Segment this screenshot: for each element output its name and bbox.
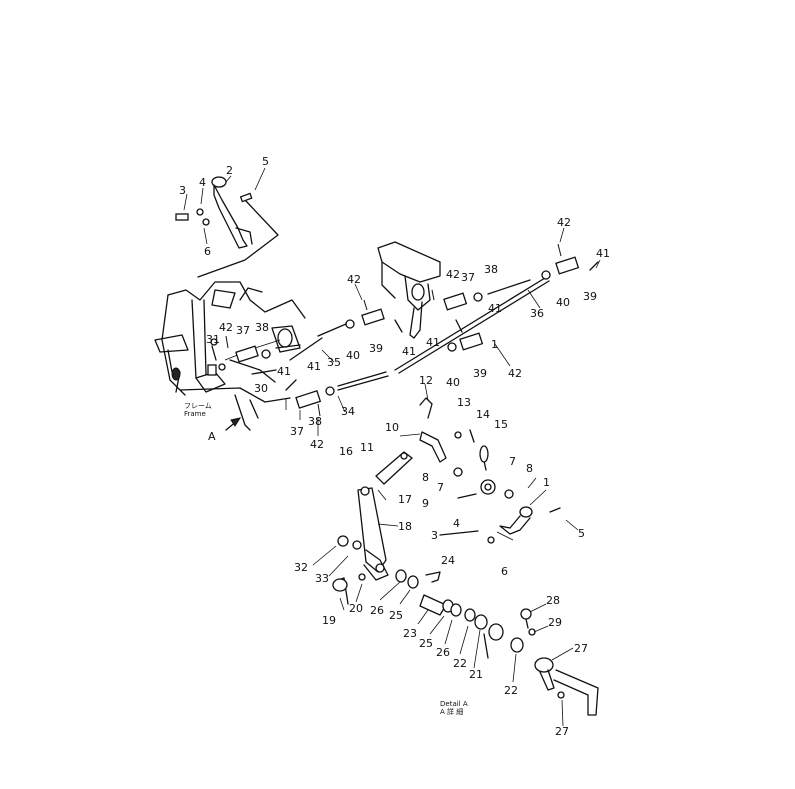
label-5: 5 — [262, 155, 269, 168]
detail-subtitle: A 詳 細 — [440, 707, 463, 716]
label-8: 8 — [526, 462, 533, 475]
label-21: 21 — [469, 668, 483, 681]
label-38: 38 — [308, 415, 322, 428]
label-14: 14 — [476, 408, 490, 421]
arm-1-lower — [439, 506, 561, 544]
frame-bracket — [154, 281, 306, 431]
middle-linkage — [419, 397, 489, 471]
label-5: 5 — [578, 527, 585, 540]
label-42: 42 — [310, 438, 324, 451]
label-26: 26 — [370, 604, 384, 617]
label-26: 26 — [436, 646, 450, 659]
label-41: 41 — [402, 345, 416, 358]
label-29: 29 — [548, 616, 562, 629]
label-42: 42 — [446, 268, 460, 281]
label-10: 10 — [385, 421, 399, 434]
rod-36 — [394, 277, 550, 374]
label-6: 6 — [501, 565, 508, 578]
label-11: 11 — [360, 441, 374, 454]
label-6: 6 — [204, 245, 211, 258]
label-40: 40 — [446, 376, 460, 389]
label-7: 7 — [437, 481, 444, 494]
lever-18 — [357, 486, 389, 581]
label-37: 37 — [461, 271, 475, 284]
label-37: 37 — [236, 324, 250, 337]
label-3: 3 — [179, 184, 186, 197]
label-7: 7 — [509, 455, 516, 468]
label-27: 27 — [574, 642, 588, 655]
label-34: 34 — [341, 405, 355, 418]
label-24: 24 — [441, 554, 455, 567]
leader-lines — [183, 167, 601, 727]
label-3: 3 — [431, 529, 438, 542]
label-35: 35 — [327, 356, 341, 369]
label-17: 17 — [398, 493, 412, 506]
pedal-27 — [520, 608, 599, 716]
clevis-parts — [210, 243, 599, 417]
label-36: 36 — [530, 307, 544, 320]
label-42: 42 — [219, 321, 233, 334]
label-25: 25 — [389, 609, 403, 622]
lever-11 — [375, 451, 413, 485]
label-22: 22 — [453, 657, 467, 670]
label-41: 41 — [488, 302, 502, 315]
label-42: 42 — [557, 216, 571, 229]
label-30: 30 — [254, 382, 268, 395]
detail-title: Detail A — [440, 700, 468, 708]
label-20: 20 — [349, 602, 363, 615]
label-25: 25 — [419, 637, 433, 650]
lower-shaft-assembly — [332, 535, 524, 659]
label-28: 28 — [546, 594, 560, 607]
label-42: 42 — [347, 273, 361, 286]
label-9: 9 — [422, 497, 429, 510]
rod-34 — [337, 371, 389, 391]
label-38: 38 — [255, 321, 269, 334]
label-38: 38 — [484, 263, 498, 276]
label-12: 12 — [419, 374, 433, 387]
label-37: 37 — [290, 425, 304, 438]
label-41: 41 — [596, 247, 610, 260]
label-27: 27 — [555, 725, 569, 738]
label-40: 40 — [346, 349, 360, 362]
upper-pedal-arm — [175, 176, 279, 278]
bushing-group-7-9 — [453, 467, 514, 499]
label-16: 16 — [339, 445, 353, 458]
label-32: 32 — [294, 561, 308, 574]
label-18: 18 — [398, 520, 412, 533]
part-labels: 2 5 3 4 6 42 41 42 42 37 38 36 40 39 41 … — [179, 155, 610, 738]
label-19: 19 — [322, 614, 336, 627]
label-2: 2 — [226, 164, 233, 177]
label-41: 41 — [307, 360, 321, 373]
label-1: 1 — [491, 338, 498, 351]
label-39: 39 — [473, 367, 487, 380]
label-4: 4 — [199, 176, 206, 189]
label-41: 41 — [277, 365, 291, 378]
label-1: 1 — [543, 476, 550, 489]
label-42: 42 — [508, 367, 522, 380]
frame-label-en: Frame — [184, 410, 206, 418]
frame-label-jp: フレーム — [184, 402, 212, 410]
label-15: 15 — [494, 418, 508, 431]
label-39: 39 — [369, 342, 383, 355]
view-arrow-label: A — [208, 430, 216, 443]
label-33: 33 — [315, 572, 329, 585]
label-23: 23 — [403, 627, 417, 640]
label-39: 39 — [583, 290, 597, 303]
label-22: 22 — [504, 684, 518, 697]
label-40: 40 — [556, 296, 570, 309]
label-13: 13 — [457, 396, 471, 409]
upper-right-bracket — [377, 241, 441, 339]
label-4: 4 — [453, 517, 460, 530]
label-8: 8 — [422, 471, 429, 484]
view-arrow — [225, 417, 242, 431]
label-31: 31 — [206, 333, 220, 346]
label-41: 41 — [426, 336, 440, 349]
